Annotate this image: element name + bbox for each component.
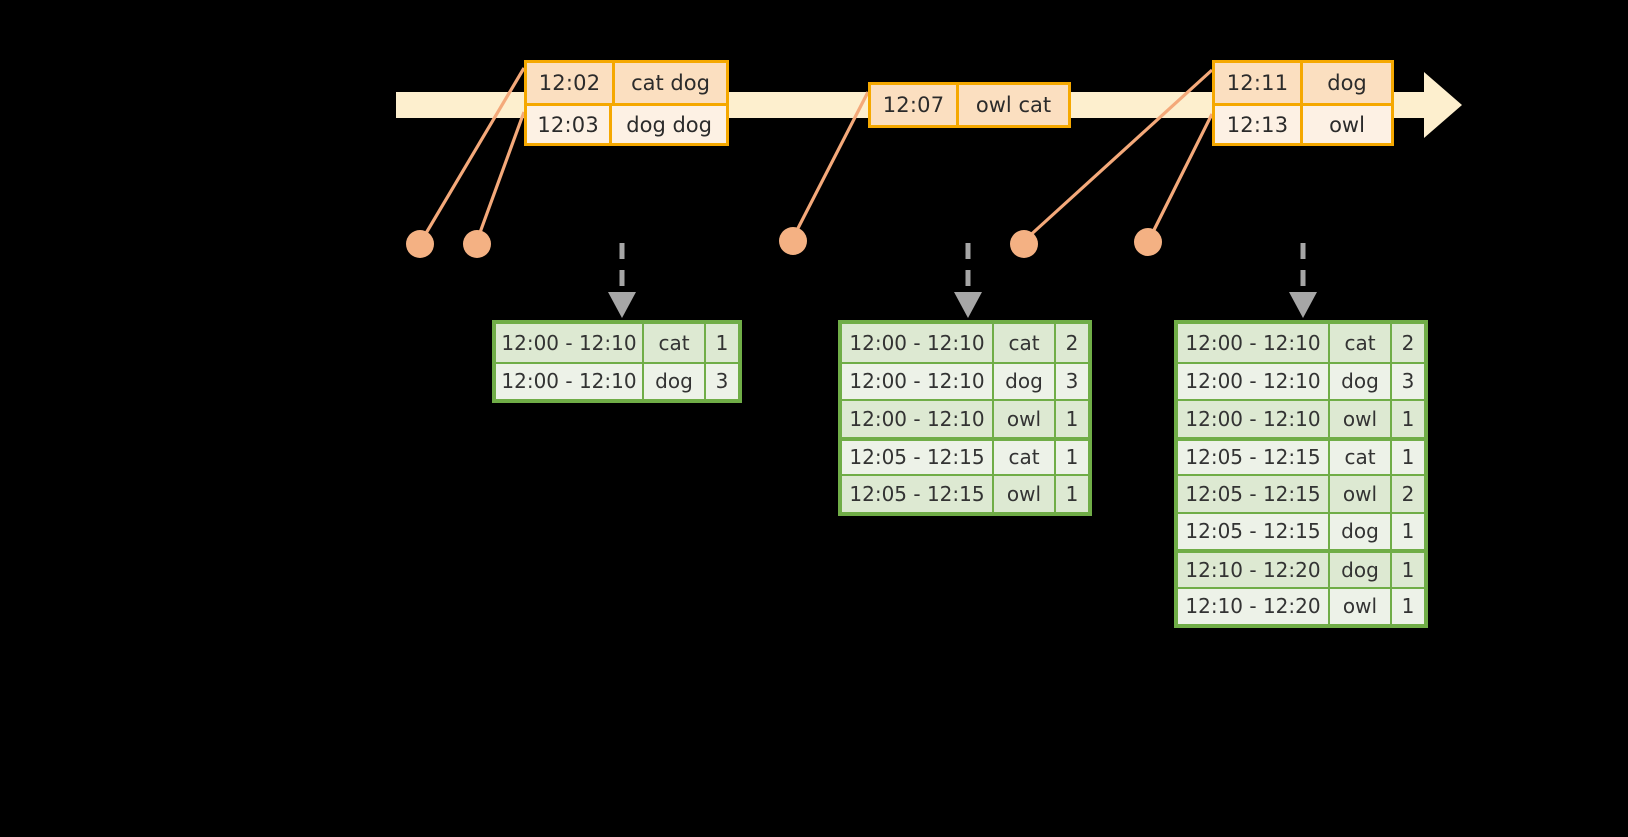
window-cell: 12:00 - 12:10 <box>1178 324 1330 362</box>
event-row[interactable]: 12:07 owl cat <box>871 85 1068 125</box>
window-cell: 12:05 - 12:15 <box>842 476 994 512</box>
event-words: owl <box>1329 112 1365 137</box>
word-cell: cat <box>1330 440 1392 474</box>
event-dot-4 <box>1010 230 1038 258</box>
event-timestamp: 12:02 <box>527 63 615 103</box>
table-row[interactable]: 12:00 - 12:10 cat 2 <box>1178 324 1424 362</box>
event-dot-3 <box>779 227 807 255</box>
word-cell: dog <box>644 363 706 399</box>
count-cell: 1 <box>1065 481 1079 506</box>
event-timestamp: 12:13 <box>1215 106 1303 143</box>
table-row[interactable]: 12:05 - 12:15 cat 1 <box>1178 436 1424 474</box>
count-cell: 1 <box>1065 406 1079 431</box>
table-row[interactable]: 12:10 - 12:20 dog 1 <box>1178 549 1424 587</box>
trigger-arrow-1 <box>608 243 636 318</box>
window-cell: 12:05 - 12:15 <box>842 440 994 474</box>
connector-line-3 <box>792 91 870 237</box>
table-row[interactable]: 12:00 - 12:10 dog 3 <box>1178 361 1424 399</box>
window-cell: 12:00 - 12:10 <box>496 324 644 362</box>
count-cell: 1 <box>1401 445 1415 470</box>
event-box-1[interactable]: 12:02 cat dog 12:03 dog dog <box>524 60 729 146</box>
trigger-arrow-3 <box>1289 243 1317 318</box>
window-cell: 12:00 - 12:10 <box>842 401 994 437</box>
window-cell: 12:00 - 12:10 <box>842 363 994 399</box>
event-dots <box>406 227 1162 258</box>
word-cell: cat <box>994 440 1056 474</box>
trigger-arrow-2 <box>954 243 982 318</box>
word-cell: owl <box>994 401 1056 437</box>
table-row[interactable]: 12:00 - 12:10 owl 1 <box>842 399 1088 437</box>
event-timestamp: 12:03 <box>527 106 613 143</box>
word-cell: owl <box>1330 588 1392 624</box>
window-cell: 12:05 - 12:15 <box>1178 513 1330 549</box>
word-cell: cat <box>994 324 1056 362</box>
event-timestamp: 12:11 <box>1215 63 1303 103</box>
word-cell: owl <box>994 476 1056 512</box>
event-words: owl cat <box>975 93 1052 117</box>
table-row[interactable]: 12:00 - 12:10 cat 1 <box>496 324 738 362</box>
window-cell: 12:00 - 12:10 <box>1178 401 1330 437</box>
count-cell: 1 <box>1401 557 1415 582</box>
word-cell: cat <box>644 324 706 362</box>
event-dot-2 <box>463 230 491 258</box>
count-cell: 1 <box>1401 594 1415 619</box>
result-table-3[interactable]: 12:00 - 12:10 cat 2 12:00 - 12:10 dog 3 … <box>1174 320 1428 628</box>
word-cell: dog <box>1330 363 1392 399</box>
count-cell: 2 <box>1401 330 1415 355</box>
window-cell: 12:00 - 12:10 <box>1178 363 1330 399</box>
event-dot-5 <box>1134 228 1162 256</box>
event-dot-1 <box>406 230 434 258</box>
table-row[interactable]: 12:05 - 12:15 owl 1 <box>842 474 1088 512</box>
table-row[interactable]: 12:00 - 12:10 dog 3 <box>496 361 738 399</box>
count-cell: 2 <box>1065 330 1079 355</box>
event-row[interactable]: 12:11 dog <box>1215 63 1391 103</box>
count-cell: 1 <box>1401 519 1415 544</box>
count-cell: 1 <box>1065 445 1079 470</box>
event-row[interactable]: 12:13 owl <box>1215 103 1391 143</box>
window-cell: 12:05 - 12:15 <box>1178 476 1330 512</box>
word-cell: dog <box>994 363 1056 399</box>
count-cell: 1 <box>715 330 729 355</box>
table-row[interactable]: 12:05 - 12:15 dog 1 <box>1178 511 1424 549</box>
window-cell: 12:00 - 12:10 <box>496 363 644 399</box>
count-cell: 3 <box>1065 369 1079 394</box>
event-words: dog <box>1327 71 1367 95</box>
table-row[interactable]: 12:05 - 12:15 cat 1 <box>842 436 1088 474</box>
window-cell: 12:10 - 12:20 <box>1178 553 1330 587</box>
event-timestamp: 12:07 <box>871 85 959 125</box>
window-cell: 12:05 - 12:15 <box>1178 440 1330 474</box>
word-cell: owl <box>1330 401 1392 437</box>
count-cell: 2 <box>1401 481 1415 506</box>
window-cell: 12:10 - 12:20 <box>1178 588 1330 624</box>
event-row[interactable]: 12:03 dog dog <box>527 103 726 143</box>
window-cell: 12:00 - 12:10 <box>842 324 994 362</box>
event-box-2[interactable]: 12:07 owl cat <box>868 82 1071 128</box>
trigger-arrows <box>608 243 1317 318</box>
event-row[interactable]: 12:02 cat dog <box>527 63 726 103</box>
table-row[interactable]: 12:05 - 12:15 owl 2 <box>1178 474 1424 512</box>
result-table-1[interactable]: 12:00 - 12:10 cat 1 12:00 - 12:10 dog 3 <box>492 320 742 403</box>
word-cell: cat <box>1330 324 1392 362</box>
table-row[interactable]: 12:00 - 12:10 dog 3 <box>842 361 1088 399</box>
count-cell: 3 <box>715 369 729 394</box>
connector-line-1 <box>420 67 526 241</box>
word-cell: owl <box>1330 476 1392 512</box>
count-cell: 3 <box>1401 369 1415 394</box>
event-words: cat dog <box>631 71 710 95</box>
event-box-3[interactable]: 12:11 dog 12:13 owl <box>1212 60 1394 146</box>
connector-line-5 <box>1148 113 1214 239</box>
word-cell: dog <box>1330 553 1392 587</box>
event-words: dog dog <box>626 112 712 137</box>
table-row[interactable]: 12:10 - 12:20 owl 1 <box>1178 586 1424 624</box>
result-table-2[interactable]: 12:00 - 12:10 cat 2 12:00 - 12:10 dog 3 … <box>838 320 1092 516</box>
connector-line-2 <box>476 111 526 239</box>
table-row[interactable]: 12:00 - 12:10 cat 2 <box>842 324 1088 362</box>
word-cell: dog <box>1330 513 1392 549</box>
table-row[interactable]: 12:00 - 12:10 owl 1 <box>1178 399 1424 437</box>
count-cell: 1 <box>1401 406 1415 431</box>
